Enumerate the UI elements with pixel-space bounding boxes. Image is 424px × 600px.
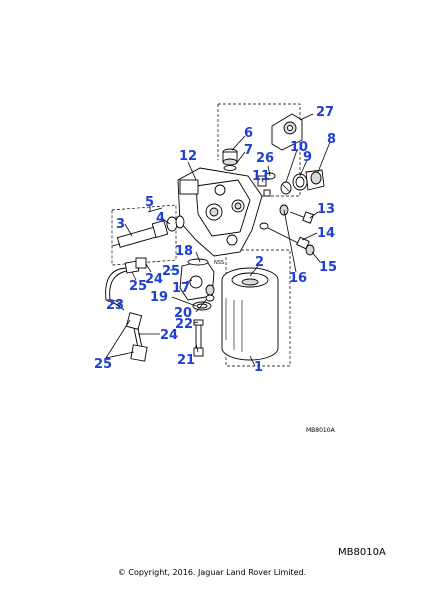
callout-18: 18: [175, 244, 193, 259]
callout-9: 9: [303, 150, 312, 165]
mounting-bolt-upper: [279, 204, 315, 224]
callout-25-left: 25: [129, 279, 147, 294]
callout-1: 1: [254, 360, 263, 375]
callout-24-lower: 24: [160, 328, 178, 343]
callout-10: 10: [290, 140, 308, 155]
callout-19: 19: [150, 290, 168, 305]
callout-4: 4: [156, 211, 165, 226]
callout-21: 21: [177, 353, 195, 368]
callout-8: 8: [327, 132, 336, 147]
callout-24-upper: 24: [145, 272, 163, 287]
callout-16: 16: [289, 271, 307, 286]
bleed-cap: [222, 148, 238, 171]
sensor-seal-plug: [280, 169, 325, 195]
callout-27: 27: [316, 105, 334, 120]
callout-22: 22: [175, 317, 193, 332]
mounting-bolt-lower: [259, 222, 315, 256]
reference-code-small: MB8010A: [306, 427, 335, 434]
valve-block: [179, 258, 215, 301]
spin-on-filter: [221, 267, 279, 361]
callout-26: 26: [256, 151, 274, 166]
callout-5: 5: [145, 195, 154, 210]
callout-17: 17: [172, 281, 190, 296]
callout-25-lower: 25: [94, 357, 112, 372]
inline-label: NSS: [214, 260, 224, 266]
lower-washers-bolt: [192, 284, 215, 357]
leader-lines: [105, 113, 331, 367]
assembly-outline-left: [111, 204, 177, 266]
sensor-housing: [271, 113, 303, 151]
copyright-notice: © Copyright, 2016. Jaguar Land Rover Lim…: [117, 568, 307, 577]
callout-15: 15: [319, 260, 337, 275]
fuel-pipe: [105, 257, 147, 311]
callout-14: 14: [317, 226, 335, 241]
callout-13: 13: [317, 202, 335, 217]
callout-numbers: 1 2 3 4 5 6 7 8 9 10 11 12 13 14 15 16 1…: [94, 105, 337, 375]
callout-6: 6: [244, 126, 253, 141]
reference-code: MB8010A: [338, 547, 386, 558]
callout-20: 20: [174, 306, 192, 321]
callout-23: 23: [106, 298, 124, 313]
callout-7: 7: [244, 143, 253, 158]
inlet-fitting: [111, 207, 185, 248]
callout-2: 2: [255, 255, 264, 270]
callout-3: 3: [116, 217, 125, 232]
filter-head: [177, 167, 263, 257]
assembly-outline-upper: [217, 103, 301, 197]
fuel-line-connectors: [125, 312, 148, 362]
callout-12: 12: [179, 149, 197, 164]
callout-25-right: 25: [162, 264, 180, 279]
callout-11: 11: [252, 169, 270, 184]
